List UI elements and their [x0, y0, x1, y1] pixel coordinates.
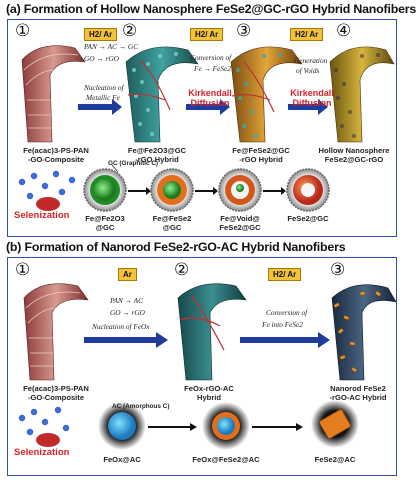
sphere-a3-label: Fe@Void@FeSe2@GC: [219, 214, 261, 232]
arrow-a1-line2: GO → rGO: [84, 54, 119, 63]
arrow-a1-line4: Metallic Fe: [86, 93, 120, 102]
sphere-row-a: [18, 164, 330, 212]
sphere-b1-label: FeOx@AC: [103, 455, 141, 464]
process-arrows-a: [78, 99, 328, 115]
arrow-a2-line2: Fe → FeSe2: [194, 64, 231, 73]
step-1-marker: ①: [15, 21, 31, 41]
step-b3-marker: ③: [330, 260, 346, 280]
step-4-marker: ④: [336, 21, 352, 41]
arrow-b1-line1: PAN → AC: [110, 296, 143, 305]
caption-a1: Fe(acac)3-PS-PAN-GO-Composite: [23, 146, 89, 164]
fiber-illustrations-a: [21, 45, 395, 143]
fiber-4: [329, 46, 395, 143]
se-source-a: [36, 197, 60, 211]
se-atoms-a: [18, 170, 76, 200]
arrow-b1-line2: GO → rGO: [110, 308, 145, 317]
arrow-a1-line3: Nucleation of: [84, 83, 124, 92]
arrow-a3-line2: of Voids: [296, 66, 320, 75]
selenization-label-a: Selenization: [14, 210, 70, 221]
gas-h2-ar-b2: H2/ Ar: [268, 268, 302, 281]
gas-h2-ar-a2: H2/ Ar: [190, 28, 224, 41]
step-b2-marker: ②: [174, 260, 190, 280]
arrow-a2-line1: Conversion of: [190, 53, 232, 62]
panel-b-title: (b) Formation of Nanorod FeSe2-rGO-AC Hy…: [6, 240, 346, 254]
sphere-a1-label: Fe@Fe2O3@GC: [85, 214, 125, 232]
panel-a-title: (a) Formation of Hollow Nanosphere FeSe2…: [6, 2, 416, 16]
caption-a2: Fe@Fe2O3@GC-rGO Hybrid: [127, 146, 187, 164]
process-arrows-b: [84, 332, 330, 348]
arrow-a3-line1: Generation: [294, 56, 328, 65]
gas-h2-ar-a3: H2/ Ar: [290, 28, 324, 41]
gc-label: GC (Graphitic C): [108, 160, 159, 167]
fiber-b2: [177, 283, 247, 381]
step-3-marker: ③: [236, 21, 252, 41]
sphere-a4-label: FeSe2@GC: [287, 214, 329, 223]
sphere-b2-label: FeOx@FeSe2@AC: [192, 455, 260, 464]
caption-a3: Fe@FeSe2@GC-rGO Hybrid: [232, 146, 290, 164]
fiber-2: [125, 46, 199, 143]
gas-h2-ar-a1: H2/ Ar: [84, 28, 118, 41]
fiber-illustrations-b: [18, 283, 397, 450]
fiber-3: [230, 46, 303, 143]
caption-b1: Fe(acac)3-PS-PAN-GO-Composite: [23, 384, 89, 402]
sphere-a2-label: Fe@FeSe2@GC: [152, 214, 192, 232]
caption-b3: Nanorod FeSe2-rGO-AC Hybrid: [329, 384, 387, 402]
fiber-1: [21, 45, 86, 143]
arrow-a1-line1: PAN → AC → GC: [84, 42, 139, 51]
se-atoms-b: [18, 406, 70, 436]
arrow-b1-line3: Nucleation of FeOx: [92, 322, 150, 331]
gas-ar-b1: Ar: [118, 268, 137, 281]
fiber-b1: [23, 283, 89, 381]
step-b1-marker: ①: [15, 260, 31, 280]
sphere-b3-label: FeSe2@AC: [314, 455, 356, 464]
arrow-b2-line1: Conversion of: [266, 308, 308, 317]
fiber-b3: [331, 284, 397, 381]
se-source-b: [36, 433, 60, 447]
step-2-marker: ②: [122, 21, 138, 41]
ac-label: AC (Amorphous C): [112, 403, 170, 410]
selenization-label-b: Selenization: [14, 447, 70, 458]
arrow-b2-line2: Fe into FeSe2: [262, 320, 303, 329]
